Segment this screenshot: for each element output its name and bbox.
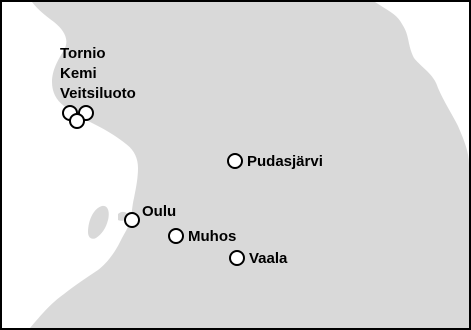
vaala-marker[interactable] (229, 250, 245, 266)
tornio-label: Tornio (60, 45, 106, 62)
region-map: Tornio Kemi Veitsiluoto Pudasjärvi Oulu … (30, 2, 469, 328)
oulu-label: Oulu (142, 203, 176, 220)
muhos-marker[interactable] (168, 228, 184, 244)
pudasjarvi-label: Pudasjärvi (247, 153, 323, 170)
land-mass (30, 2, 469, 328)
muhos-label: Muhos (188, 228, 236, 245)
kemi-label: Kemi (60, 65, 97, 82)
veitsiluoto-marker[interactable] (69, 113, 85, 129)
island-hailuoto (88, 205, 109, 239)
vaala-label: Vaala (249, 250, 288, 267)
oulu-marker[interactable] (124, 212, 140, 228)
veitsiluoto-label: Veitsiluoto (60, 85, 136, 102)
pudasjarvi-marker[interactable] (227, 153, 243, 169)
